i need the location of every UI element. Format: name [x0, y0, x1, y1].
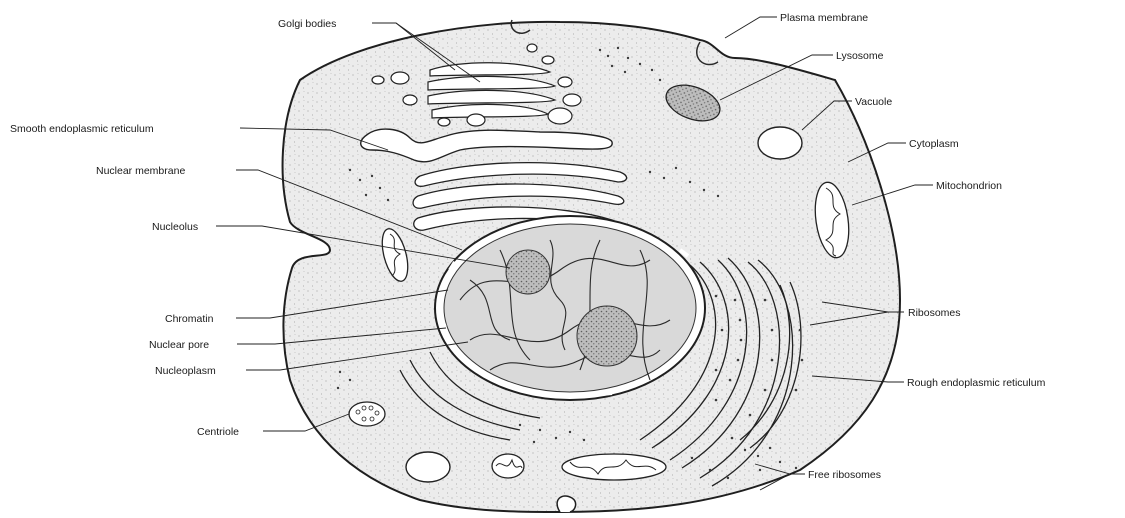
- vacuole-bottom: [406, 452, 450, 482]
- centriole: [349, 402, 385, 426]
- mitochondrion-bottom: [562, 454, 666, 480]
- membrane-notch-bottom: [557, 496, 576, 512]
- label-rough-er: Rough endoplasmic reticulum: [907, 377, 1046, 389]
- label-mitochondrion: Mitochondrion: [936, 180, 1002, 192]
- nucleolus: [506, 250, 550, 294]
- label-cytoplasm: Cytoplasm: [909, 138, 959, 150]
- label-plasma-membrane: Plasma membrane: [780, 12, 868, 24]
- label-lysosome: Lysosome: [836, 50, 884, 62]
- nucleus: [435, 216, 705, 400]
- label-nucleoplasm: Nucleoplasm: [155, 365, 216, 377]
- vacuole: [758, 127, 802, 159]
- label-nucleolus: Nucleolus: [152, 221, 198, 233]
- nucleolus-2: [577, 306, 637, 366]
- label-nuclear-membrane: Nuclear membrane: [96, 165, 185, 177]
- label-vacuole: Vacuole: [855, 96, 892, 108]
- label-golgi-bodies: Golgi bodies: [278, 18, 336, 30]
- label-smooth-er: Smooth endoplasmic reticulum: [10, 123, 154, 135]
- nucleoplasm: [444, 224, 696, 392]
- label-nuclear-pore: Nuclear pore: [149, 339, 209, 351]
- label-chromatin: Chromatin: [165, 313, 214, 325]
- label-free-ribosomes: Free ribosomes: [808, 469, 881, 481]
- label-centriole: Centriole: [197, 426, 239, 438]
- label-ribosomes: Ribosomes: [908, 307, 961, 319]
- mitochondrion-small: [492, 454, 524, 478]
